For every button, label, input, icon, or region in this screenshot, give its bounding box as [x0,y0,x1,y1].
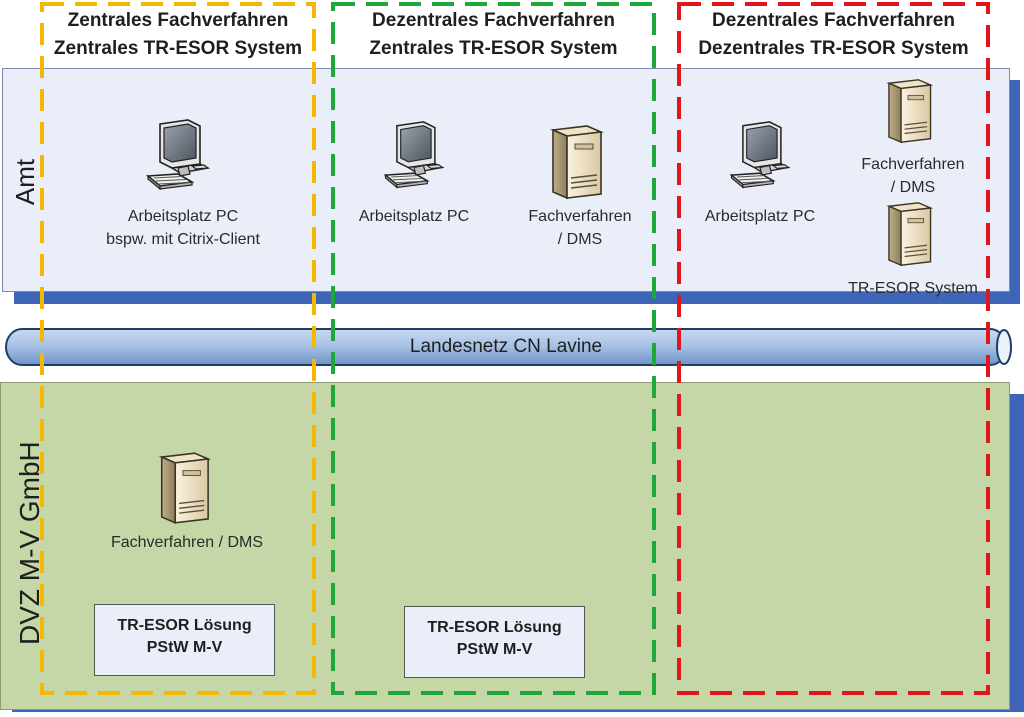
col3-server1-line-1: Fachverfahren [861,156,965,173]
col2-pc-label: Arbeitsplatz PC [358,208,470,225]
server-icon [882,199,934,269]
col3-server1-line-2: / DMS [890,179,936,196]
column-2-title: Dezentrales Fachverfahren Zentrales TR-E… [335,7,652,63]
col3-server2-label: TR-ESOR System [848,280,978,297]
network-label: Landesnetz CN Lavine [409,336,603,357]
column-2-border [331,2,656,695]
col3-pc-label: Arbeitsplatz PC [704,208,816,225]
column-3-title: Dezentrales Fachverfahren Dezentrales TR… [681,7,986,63]
server-icon [545,122,605,202]
box-1-line-2: PStW M-V [146,639,223,656]
box-2-line-2: PStW M-V [456,641,533,658]
col1-pc-line-1: Arbeitsplatz PC [127,208,239,225]
column-1-title-line-1: Zentrales Fachverfahren [67,10,289,31]
box-2-line-1: TR-ESOR Lösung [427,619,562,636]
server-icon [882,76,934,146]
column-2-title-line-2: Zentrales TR-ESOR System [369,38,618,59]
server-icon [154,449,212,527]
column-1-title-line-2: Zentrales TR-ESOR System [53,38,303,59]
column-3-title-line-2: Dezentrales TR-ESOR System [698,38,969,59]
col2-server-line-1: Fachverfahren [528,208,632,225]
column-3-border [677,2,990,695]
network-pipe [5,328,1012,366]
column-1-title: Zentrales Fachverfahren Zentrales TR-ESO… [44,7,312,63]
column-2-title-line-1: Dezentrales Fachverfahren [372,10,615,31]
col1-pc-line-2: bspw. mit Citrix-Client [106,231,260,248]
workstation-icon [376,120,452,196]
col1-pc-label: Arbeitsplatz PC bspw. mit Citrix-Client [88,205,278,251]
dvz-col1-server-label: Fachverfahren / DMS [110,534,264,551]
box-1-line-1: TR-ESOR Lösung [117,617,252,634]
tr-esor-solution-box-2: TR-ESOR Lösung PStW M-V [404,606,585,678]
workstation-icon [138,118,218,198]
column-1-border [40,2,316,695]
col2-server-line-2: / DMS [557,231,603,248]
workstation-icon [722,120,798,196]
column-3-title-line-1: Dezentrales Fachverfahren [712,10,955,31]
col2-server-label: Fachverfahren / DMS [505,205,655,251]
tr-esor-solution-box-1: TR-ESOR Lösung PStW M-V [94,604,275,676]
col3-server1-label: Fachverfahren / DMS [838,153,988,199]
